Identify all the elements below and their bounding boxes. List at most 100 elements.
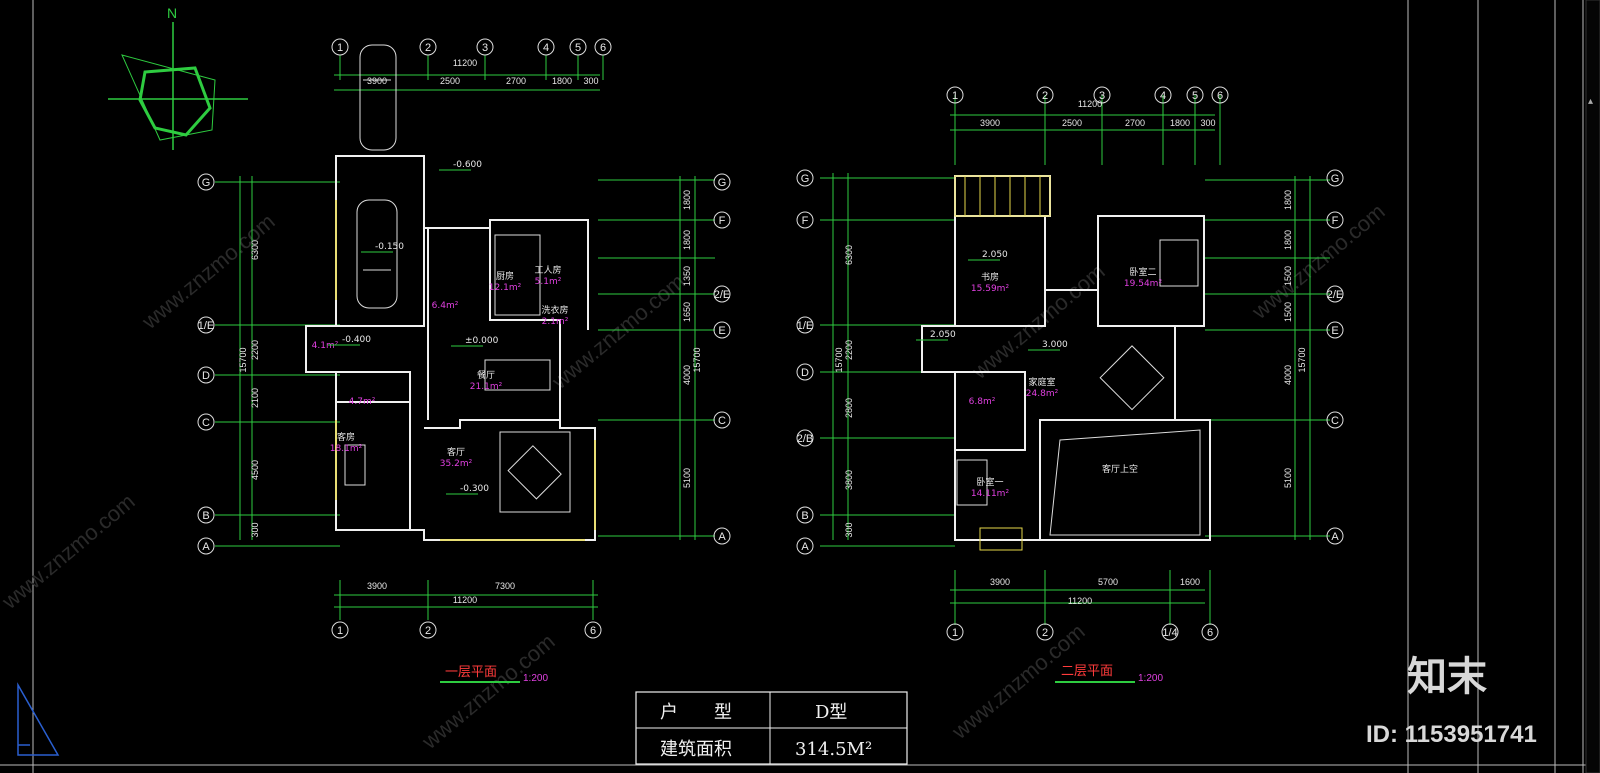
axis-bubble-top-circle (331, 38, 349, 56)
dim-top: 3900 (980, 118, 1000, 128)
axis-bubble-top-circle (537, 38, 555, 56)
room-area: 12.1m² (489, 283, 522, 293)
axis-bubble-left-circle (796, 537, 814, 555)
axis-bubble-right: 2/E (714, 289, 731, 301)
dim-left: 2100 (250, 388, 260, 408)
dim-left: 4500 (250, 460, 260, 480)
axis-bubble-left: 2/B (797, 433, 814, 445)
room-area: 2.1m² (542, 317, 569, 327)
axis-bubble-right: C (1331, 415, 1339, 427)
plan2-scale: 1:200 (1138, 673, 1163, 684)
axis-bubble-top: 3 (1099, 90, 1105, 102)
room-area: 4.1m² (312, 341, 339, 351)
axis-bubble-left: F (802, 215, 809, 227)
dim-bottom-total: 11200 (453, 595, 477, 605)
level-value: 2.050 (982, 250, 1008, 260)
plan2-balcony (954, 175, 1051, 551)
dim-left: 2800 (844, 398, 854, 418)
axis-bubble-right-circle (1326, 321, 1344, 339)
axis-bubble-left: D (202, 370, 210, 382)
level-value: -0.400 (342, 335, 371, 345)
axis-bubble-right-circle (713, 321, 731, 339)
dim-right: 1350 (682, 266, 692, 286)
axis-bubble-bottom: 6 (1207, 627, 1213, 639)
axis-bubble-top-circle (946, 86, 964, 104)
plan1-title-block: 一层平面 1:200 (440, 665, 548, 684)
axis-bubble-right-circle (1326, 211, 1344, 229)
axis-bubble-left: G (801, 173, 810, 185)
dim-left: 2200 (250, 340, 260, 360)
plan2-furniture (956, 239, 1201, 536)
dim-bottom: 1600 (1180, 577, 1200, 587)
axis-bubble-bottom: 2 (425, 625, 431, 637)
dim-bottom-total: 11200 (1068, 596, 1092, 606)
dim-left: 6300 (250, 240, 260, 260)
level-value: 2.050 (930, 330, 956, 340)
room-area: 35.2m² (440, 459, 473, 469)
axis-bubble-right: G (718, 177, 727, 189)
room-name: 客厅 (447, 446, 465, 458)
dim-top: 2500 (1062, 118, 1082, 128)
axis-bubble-right-circle (1326, 285, 1344, 303)
level-value: -0.600 (453, 160, 482, 170)
level-value: -0.150 (375, 242, 404, 252)
dim-top: 300 (1200, 118, 1215, 128)
scroll-arrow-icon[interactable]: ▴ (1588, 96, 1593, 107)
axis-bubble-left: D (801, 367, 809, 379)
axis-bubble-left-circle (796, 506, 814, 524)
dim-right: 4000 (682, 365, 692, 385)
axis-bubble-bottom-circle (1161, 623, 1179, 641)
axis-bubble-left-circle (796, 429, 814, 447)
level-value: -0.300 (460, 484, 489, 494)
axis-bubble-top: 3 (482, 42, 488, 54)
dim-right: 1800 (682, 230, 692, 250)
axis-bubble-right-circle (1326, 169, 1344, 187)
room-name: 书房 (981, 271, 999, 283)
plan2-walls (921, 175, 1211, 541)
axis-bubble-bottom-circle (331, 621, 349, 639)
dim-top: 1800 (1170, 118, 1190, 128)
room-area: 6.4m² (432, 301, 459, 311)
axis-bubble-right: C (718, 415, 726, 427)
axis-bubble-right: 2/E (1327, 289, 1344, 301)
dim-left-total: 15700 (238, 347, 248, 372)
room-area: 4.7m² (349, 397, 376, 407)
plan1-axes (215, 55, 715, 620)
dim-bottom: 3900 (367, 581, 387, 591)
car-icon (356, 44, 398, 309)
room-area: 24.8m² (1026, 389, 1059, 399)
dim-right: 1500 (1283, 266, 1293, 286)
axis-bubble-right-circle (1326, 411, 1344, 429)
watermark-4: www.znzmo.com (1246, 199, 1389, 325)
axis-bubble-top-circle (1093, 86, 1111, 104)
axis-bubble-bottom-circle (1036, 623, 1054, 641)
axis-bubble-right-circle (713, 411, 731, 429)
dim-right: 4000 (1283, 365, 1293, 385)
axis-bubble-top: 2 (425, 42, 431, 54)
axis-bubble-top: 6 (1217, 90, 1223, 102)
axis-bubble-left-circle (796, 169, 814, 187)
axis-bubble-right-circle (713, 285, 731, 303)
table-label-area: 建筑面积 (660, 739, 732, 760)
dim-left: 300 (250, 522, 260, 537)
dim-top: 3900 (367, 76, 387, 86)
axis-bubble-left: 1/E (198, 320, 215, 332)
scrollbar[interactable] (1585, 0, 1600, 773)
axis-bubble-bottom-circle (1201, 623, 1219, 641)
dim-right: 1650 (682, 302, 692, 322)
axis-bubble-right: F (1332, 215, 1339, 227)
axis-bubble-top: 6 (600, 42, 606, 54)
dim-top: 1800 (552, 76, 572, 86)
axis-bubble-top: 4 (543, 42, 549, 54)
axis-bubble-top-circle (1186, 86, 1204, 104)
dim-right: 5100 (1283, 468, 1293, 488)
axis-bubble-left-circle (796, 363, 814, 381)
axis-bubble-right-circle (713, 527, 731, 545)
dim-left-total: 15700 (834, 347, 844, 372)
axis-bubble-left-circle (197, 173, 215, 191)
